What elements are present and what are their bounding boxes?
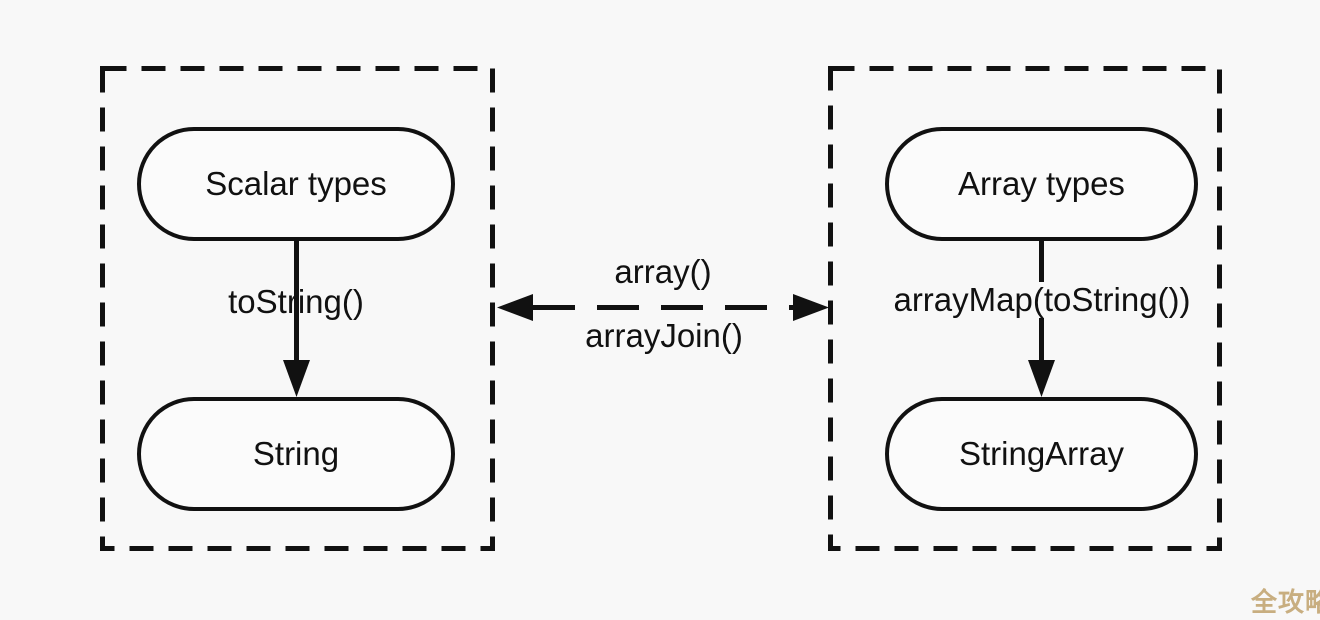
node-array-types: Array types [885, 127, 1198, 241]
node-scalar-types: Scalar types [137, 127, 455, 241]
arrowhead-left-icon [497, 294, 533, 321]
watermark-text: 全攻略 [1251, 587, 1320, 617]
arrowhead-right-icon [793, 294, 829, 321]
node-string-label: String [252, 435, 340, 472]
node-string-array-label: StringArray [958, 435, 1125, 472]
node-string: String [137, 397, 455, 511]
arrowhead-down-icon [1028, 360, 1055, 397]
node-scalar-types-label: Scalar types [205, 165, 387, 202]
arrowhead-down-icon [283, 360, 310, 397]
edge-label-array: array() [614, 253, 712, 290]
edge-label-arraymap: arrayMap(toString()) [888, 281, 1196, 319]
node-array-types-label: Array types [958, 165, 1125, 202]
edge-label-arrayjoin: arrayJoin() [585, 317, 743, 354]
node-string-array: StringArray [885, 397, 1198, 511]
edge-label-tostring: toString() [228, 283, 364, 320]
scalar-group-dashed-border [100, 66, 495, 551]
array-group-dashed-border [828, 66, 1222, 551]
